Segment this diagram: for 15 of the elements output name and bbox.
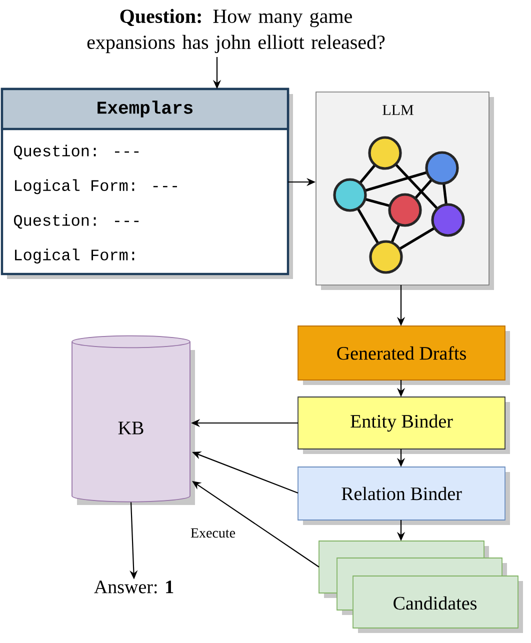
stacked-cards: Candidates bbox=[318, 540, 523, 633]
edge-label: Execute bbox=[189, 527, 237, 539]
question-text: Question: How many game expansions has john elliott released? bbox=[87, 8, 385, 54]
database-cylinder: KB bbox=[72, 335, 195, 505]
process-box: Generated Drafts bbox=[298, 326, 510, 385]
text-line: Logical Form: --- bbox=[15, 179, 177, 194]
exemplars-panel bbox=[0, 88, 293, 279]
process-box: Relation Binder bbox=[298, 466, 510, 525]
text-line: Question: --- bbox=[14, 214, 139, 229]
answer-text: Answer: 1 bbox=[94, 580, 174, 594]
panel-heading: Exemplars bbox=[98, 100, 192, 118]
text-line: Question: --- bbox=[14, 144, 139, 160]
text-line: Logical Form: bbox=[15, 248, 134, 264]
process-box: Entity Binder bbox=[298, 396, 510, 454]
node-label: Candidates bbox=[394, 596, 477, 610]
